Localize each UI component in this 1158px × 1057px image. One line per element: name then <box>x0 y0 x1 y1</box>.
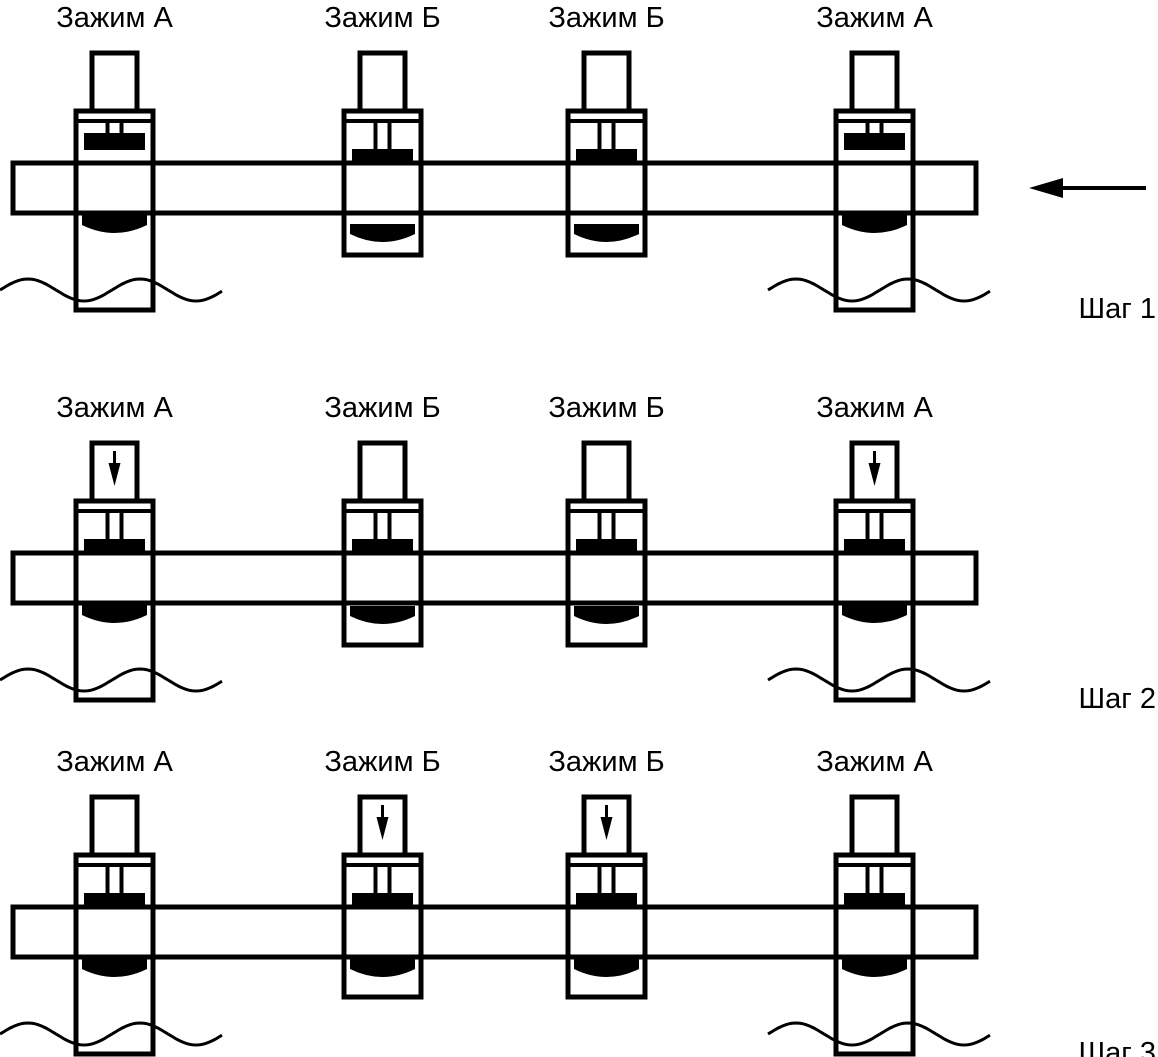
clamp-body <box>833 498 916 703</box>
upper-jaw <box>576 893 637 908</box>
clamp-label: Зажим А <box>56 392 173 424</box>
clamp-label: Зажим Б <box>324 746 440 778</box>
clamp-b: Зажим Б <box>548 392 665 648</box>
clamp-body <box>341 852 424 1000</box>
clamp-a: Зажим А <box>56 392 173 703</box>
actuator-cylinder <box>357 440 408 504</box>
down-arrow-icon <box>868 463 881 486</box>
clamp-a: Зажим А <box>56 2 173 313</box>
lower-jaw <box>574 959 639 977</box>
clamp-label: Зажим А <box>816 2 933 34</box>
clamp-body <box>73 108 156 313</box>
lower-jaw <box>350 606 415 624</box>
upper-jaw <box>576 149 637 164</box>
actuator-cylinder <box>581 50 632 114</box>
actuator-cylinder <box>357 50 408 114</box>
clamp-label: Зажим Б <box>548 392 664 424</box>
ground-wave-line <box>767 277 991 303</box>
clamp-a: Зажим А <box>816 746 933 1057</box>
clamp-label: Зажим Б <box>324 2 440 34</box>
clamp-body <box>565 852 648 1000</box>
actuator-cylinder <box>89 794 140 858</box>
down-arrow-icon <box>600 817 613 840</box>
actuator-cylinder <box>581 440 632 504</box>
upper-jaw <box>844 893 905 908</box>
ground-wave-line <box>767 1021 991 1047</box>
clamp-b: Зажим Б <box>324 392 441 648</box>
clamp-b: Зажим Б <box>548 746 665 1000</box>
clamp-body <box>341 498 424 648</box>
ground-wave-line <box>0 1021 223 1047</box>
clamp-body <box>833 852 916 1057</box>
clamp-label: Зажим А <box>816 746 933 778</box>
lower-jaw <box>350 224 415 242</box>
clamp-a: Зажим А <box>56 746 173 1057</box>
lower-jaw <box>574 606 639 624</box>
ground-wave-line <box>767 667 991 693</box>
upper-jaw <box>352 149 413 164</box>
lower-jaw <box>842 215 907 233</box>
step-panel-3: Зажим А Зажим Б Зажим Б Зажим А Шаг 3 <box>0 746 1156 1057</box>
clamp-label: Зажим Б <box>548 746 664 778</box>
upper-jaw <box>84 133 145 150</box>
down-arrow-icon <box>108 463 121 486</box>
clamp-a: Зажим А <box>816 392 933 703</box>
workpiece-bar <box>10 904 979 960</box>
upper-jaw <box>84 539 145 554</box>
actuator-cylinder <box>89 50 140 114</box>
clamp-label: Зажим Б <box>548 2 664 34</box>
clamp-a: Зажим А <box>816 2 933 313</box>
feed-direction-arrow-icon <box>1029 178 1063 198</box>
lower-jaw <box>82 605 147 623</box>
step-label: Шаг 3 <box>1079 1037 1156 1057</box>
clamp-body <box>565 498 648 648</box>
clamp-label: Зажим А <box>56 2 173 34</box>
step-panel-1: Зажим А Зажим Б Зажим Б Зажим А Шаг 1 <box>0 2 1156 325</box>
clamp-b: Зажим Б <box>324 2 441 258</box>
upper-jaw <box>576 539 637 554</box>
clamp-b: Зажим Б <box>548 2 665 258</box>
clamp-b: Зажим Б <box>324 746 441 1000</box>
lower-jaw <box>350 959 415 977</box>
clamp-label: Зажим А <box>816 392 933 424</box>
clamp-body <box>73 852 156 1057</box>
lower-jaw <box>842 605 907 623</box>
step-panel-2: Зажим А Зажим Б Зажим Б Зажим А Шаг 2 <box>0 392 1156 715</box>
clamp-label: Зажим А <box>56 746 173 778</box>
lower-jaw <box>82 215 147 233</box>
actuator-cylinder <box>849 794 900 858</box>
ground-wave-line <box>0 277 223 303</box>
lower-jaw <box>842 959 907 977</box>
step-label: Шаг 2 <box>1079 683 1156 715</box>
lower-jaw <box>82 959 147 977</box>
clamp-label: Зажим Б <box>324 392 440 424</box>
upper-jaw <box>844 133 905 150</box>
clamp-body <box>565 108 648 258</box>
clamp-body <box>341 108 424 258</box>
upper-jaw <box>352 893 413 908</box>
clamp-body <box>833 108 916 313</box>
upper-jaw <box>844 539 905 554</box>
workpiece-bar <box>10 550 979 606</box>
upper-jaw <box>84 893 145 908</box>
step-label: Шаг 1 <box>1079 293 1156 325</box>
upper-jaw <box>352 539 413 554</box>
lower-jaw <box>574 224 639 242</box>
clamp-body <box>73 498 156 703</box>
actuator-cylinder <box>849 50 900 114</box>
down-arrow-icon <box>376 817 389 840</box>
workpiece-bar <box>10 160 979 216</box>
ground-wave-line <box>0 667 223 693</box>
